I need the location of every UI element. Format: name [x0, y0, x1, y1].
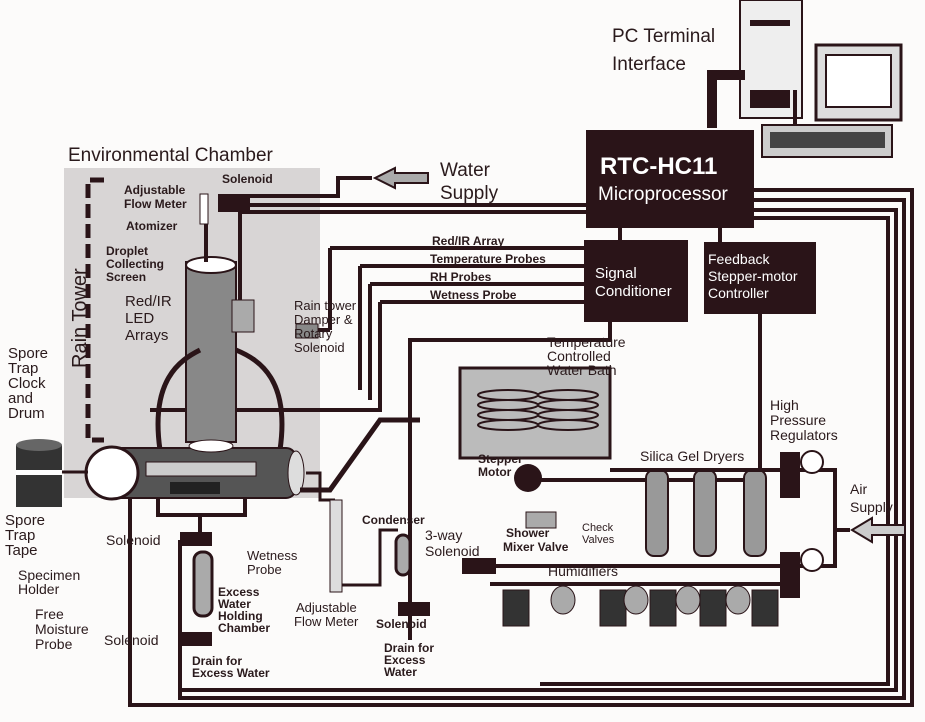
signal-conditioner-box [584, 240, 688, 322]
humidifiers [502, 585, 779, 627]
air-supply-arrow [850, 516, 906, 544]
flow-meter-lower [329, 499, 343, 593]
rain-tower-outline [85, 177, 104, 443]
solenoid-upper-valve [180, 532, 212, 546]
solenoid-upper-label: Solenoid [106, 532, 161, 548]
humidifiers-label: Humidifiers [548, 563, 618, 579]
three-way-solenoid-valve [462, 558, 496, 574]
solenoid-condenser-label: Solenoid [376, 617, 427, 631]
mixer-valve [525, 511, 557, 529]
solenoid-lower-label: Solenoid [104, 632, 159, 648]
solenoid-lower-valve [180, 632, 212, 646]
environmental-chamber-label: Environmental Chamber [68, 145, 274, 166]
solenoid-condenser-valve [398, 602, 430, 616]
microprocessor-box [586, 130, 754, 228]
rain-tower-cylinder [185, 261, 237, 443]
chamber-solenoid-label: Solenoid [222, 172, 273, 186]
atomizer-label: Atomizer [126, 219, 178, 233]
spore-trap-drum [16, 439, 62, 507]
water-supply-arrow [372, 166, 429, 190]
stepper-motor [514, 464, 542, 492]
excess-water-chamber [192, 550, 214, 618]
rain-tower-label: Rain Tower [69, 268, 91, 368]
condenser-tube [394, 533, 412, 577]
silica-gel-dryers [645, 469, 767, 557]
pc-terminal-icon [739, 0, 903, 158]
condenser-label: Condenser [362, 513, 425, 527]
pressure-regulators [780, 450, 824, 598]
silica-gel-label: Silica Gel Dryers [640, 448, 744, 464]
solenoid-top [218, 194, 250, 212]
feedback-controller-box [704, 242, 816, 314]
